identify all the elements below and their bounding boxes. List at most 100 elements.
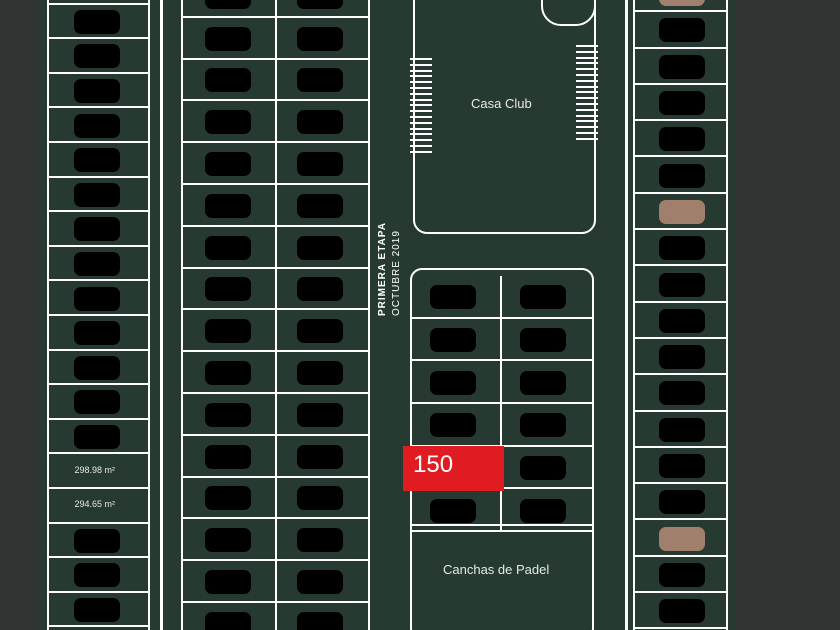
lot[interactable] bbox=[49, 385, 148, 420]
lot[interactable] bbox=[277, 603, 368, 630]
lot[interactable] bbox=[502, 319, 594, 362]
lot[interactable] bbox=[635, 158, 726, 194]
lot-mask bbox=[74, 44, 120, 69]
lot[interactable] bbox=[410, 361, 502, 405]
lot[interactable] bbox=[635, 49, 726, 85]
lot[interactable] bbox=[277, 101, 368, 144]
lot[interactable] bbox=[635, 593, 726, 630]
lot[interactable] bbox=[49, 108, 148, 143]
lot[interactable] bbox=[49, 281, 148, 316]
lot[interactable] bbox=[183, 101, 277, 144]
lot[interactable] bbox=[635, 0, 726, 13]
lot[interactable] bbox=[502, 404, 594, 447]
lot[interactable] bbox=[277, 436, 368, 478]
lot[interactable] bbox=[183, 519, 277, 562]
lot[interactable] bbox=[635, 521, 726, 557]
lot[interactable] bbox=[635, 266, 726, 303]
lot[interactable] bbox=[183, 226, 277, 269]
parking-stall bbox=[410, 75, 432, 78]
lot[interactable] bbox=[277, 519, 368, 562]
parking-stall bbox=[410, 127, 432, 130]
lot[interactable] bbox=[49, 558, 148, 593]
lot[interactable] bbox=[49, 143, 148, 178]
lot[interactable] bbox=[49, 420, 148, 455]
lot[interactable] bbox=[183, 143, 277, 185]
parking-stall bbox=[576, 45, 598, 47]
lot[interactable] bbox=[49, 593, 148, 628]
lot[interactable] bbox=[183, 603, 277, 630]
lot[interactable] bbox=[183, 268, 277, 311]
lot[interactable] bbox=[49, 178, 148, 213]
lot[interactable] bbox=[183, 0, 277, 18]
lot[interactable] bbox=[183, 435, 277, 478]
lot[interactable] bbox=[277, 185, 368, 227]
lot[interactable] bbox=[635, 12, 726, 49]
lot[interactable] bbox=[277, 269, 368, 311]
lot[interactable] bbox=[635, 194, 726, 231]
lot[interactable] bbox=[635, 85, 726, 122]
lot-mask bbox=[74, 563, 120, 588]
lot[interactable] bbox=[410, 404, 502, 447]
lot[interactable] bbox=[502, 276, 594, 319]
lot[interactable] bbox=[183, 185, 277, 227]
parking-stall bbox=[576, 120, 598, 123]
lot[interactable] bbox=[183, 352, 277, 394]
lot-mask bbox=[74, 182, 120, 207]
lot[interactable] bbox=[635, 230, 726, 267]
lot[interactable] bbox=[277, 394, 368, 436]
road-edge-right bbox=[625, 0, 628, 630]
lot[interactable] bbox=[277, 227, 368, 269]
lot[interactable] bbox=[49, 212, 148, 247]
lot[interactable] bbox=[183, 59, 277, 102]
lot[interactable] bbox=[49, 316, 148, 351]
lot[interactable] bbox=[635, 375, 726, 412]
lot[interactable] bbox=[183, 561, 277, 603]
lot[interactable] bbox=[183, 394, 277, 436]
lot[interactable] bbox=[635, 412, 726, 448]
lot[interactable] bbox=[277, 60, 368, 102]
lot[interactable] bbox=[277, 561, 368, 603]
lot-mask bbox=[659, 272, 705, 297]
lot[interactable] bbox=[410, 318, 502, 362]
lot[interactable] bbox=[49, 5, 148, 40]
lot[interactable] bbox=[277, 0, 368, 18]
lot[interactable] bbox=[635, 121, 726, 158]
lot[interactable] bbox=[635, 448, 726, 485]
lot[interactable] bbox=[635, 339, 726, 376]
lot-block-center bbox=[181, 0, 370, 630]
lot-mask bbox=[205, 486, 251, 511]
lot[interactable] bbox=[49, 0, 148, 5]
lot[interactable] bbox=[277, 352, 368, 394]
lot[interactable] bbox=[277, 310, 368, 353]
lot[interactable] bbox=[410, 276, 502, 319]
lot-mask bbox=[205, 193, 251, 218]
lot[interactable] bbox=[183, 310, 277, 353]
lot[interactable] bbox=[277, 478, 368, 520]
lot[interactable] bbox=[410, 489, 502, 533]
lot-mask bbox=[297, 319, 343, 344]
lot[interactable] bbox=[502, 490, 594, 533]
lot[interactable] bbox=[635, 557, 726, 594]
lot[interactable] bbox=[49, 247, 148, 282]
lot-mask bbox=[297, 486, 343, 511]
lot-150-marker[interactable]: 150 bbox=[403, 446, 504, 491]
lot[interactable] bbox=[635, 303, 726, 339]
casa-club-area[interactable]: Casa Club bbox=[413, 0, 596, 234]
lot[interactable] bbox=[49, 351, 148, 386]
lot-mask bbox=[659, 54, 705, 79]
lot[interactable] bbox=[277, 143, 368, 185]
lot[interactable] bbox=[49, 39, 148, 74]
lot[interactable] bbox=[502, 447, 594, 490]
lot-mask bbox=[297, 26, 343, 51]
lot[interactable]: 298.98 m² bbox=[49, 454, 148, 489]
lot[interactable] bbox=[277, 18, 368, 60]
parking-stall bbox=[576, 79, 598, 82]
lot[interactable] bbox=[635, 484, 726, 521]
lot[interactable]: 294.65 m² bbox=[49, 489, 148, 524]
lot[interactable] bbox=[49, 74, 148, 109]
lot[interactable] bbox=[502, 361, 594, 405]
lot[interactable] bbox=[183, 17, 277, 60]
lot[interactable] bbox=[183, 477, 277, 520]
lot[interactable] bbox=[49, 524, 148, 559]
